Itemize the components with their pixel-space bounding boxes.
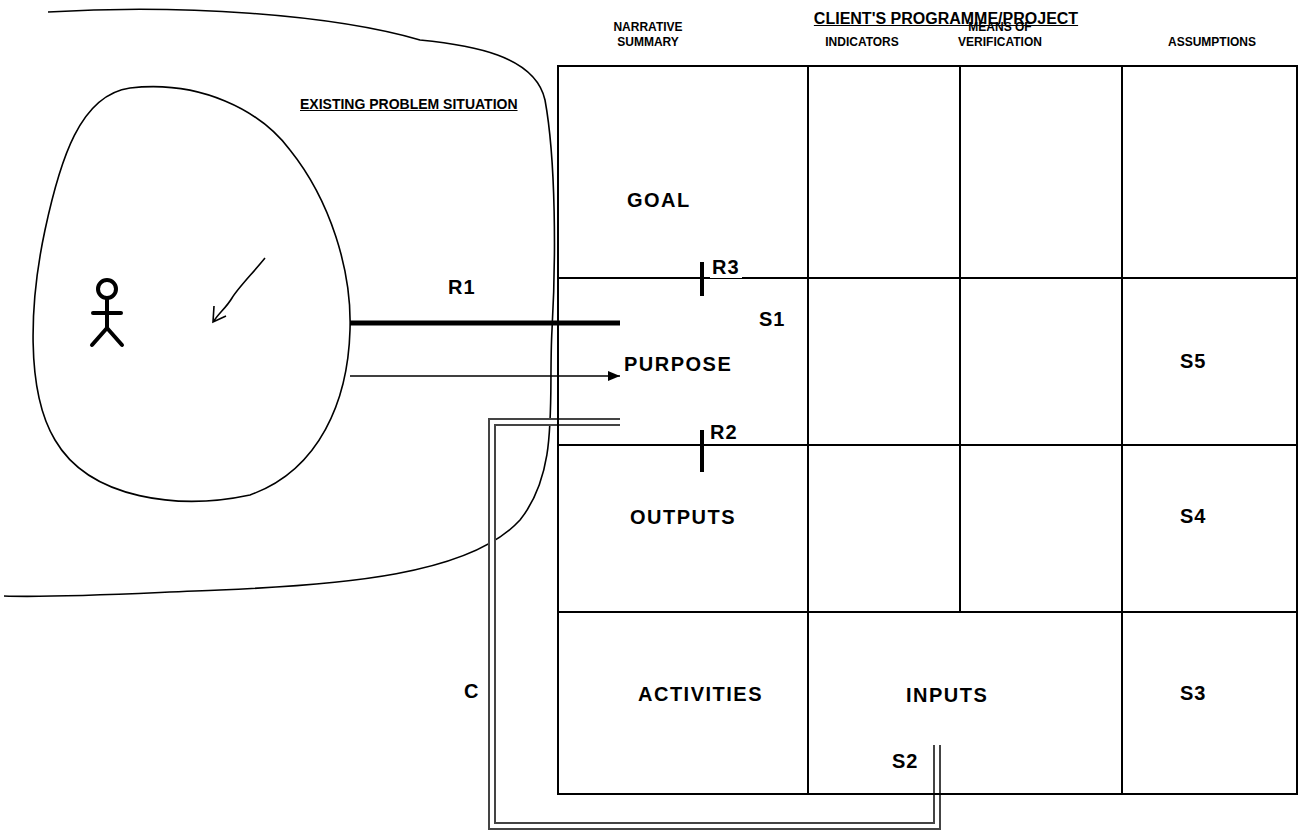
- grid-line: [959, 65, 961, 612]
- cell-title: OUTPUTS: [630, 505, 736, 529]
- callout-label-holder: S4: [1178, 505, 1208, 527]
- cell-title: ACTIVITIES: [638, 682, 763, 706]
- heading: CLIENT'S PROGRAMME/PROJECT: [814, 9, 1078, 29]
- figure-leg: [107, 328, 122, 345]
- boundary-bar: [700, 430, 704, 472]
- grid-line: [557, 611, 1298, 613]
- activities-cell: ACTIVITIES: [632, 674, 772, 714]
- callout-label-holder: R2: [708, 421, 740, 443]
- edge-label: C: [462, 680, 481, 702]
- cell-title: INPUTS: [906, 683, 988, 707]
- callout-label: R3: [710, 256, 742, 278]
- edge-label-holder: R1: [446, 276, 478, 298]
- column-header-holder: INDICATORS: [825, 35, 899, 50]
- connector-line: [350, 323, 620, 324]
- edge-label: R1: [446, 276, 478, 298]
- callout-label-holder: S1: [757, 308, 787, 330]
- problem-situation: EXISTING PROBLEM SITUATION: [35, 85, 350, 500]
- connector-line: [350, 371, 620, 381]
- goal-cell: GOAL: [621, 180, 699, 220]
- callout-label: S4: [1178, 505, 1208, 527]
- inputs-cell: INPUTS: [900, 676, 997, 745]
- callout-label-holder: S5: [1178, 350, 1208, 372]
- connector-stroke: [350, 375, 620, 377]
- grid-line: [807, 65, 809, 795]
- cell-title: PURPOSE: [624, 352, 732, 376]
- table-border: [558, 66, 1297, 794]
- callout-label-holder: S3: [1178, 682, 1208, 704]
- column-header-holder: MEANS OF VERIFICATION: [958, 20, 1042, 50]
- column-header: NARRATIVE SUMMARY: [613, 20, 682, 50]
- column-header: MEANS OF VERIFICATION: [958, 20, 1042, 50]
- column-header: ASSUMPTIONS: [1168, 35, 1256, 50]
- situation-outline: [35, 85, 350, 500]
- situation-blob: [33, 87, 350, 501]
- cell-title: GOAL: [627, 188, 691, 212]
- figure-arms: [93, 311, 121, 315]
- callout-label-holder: S2: [890, 750, 920, 772]
- callout-label: S3: [1178, 682, 1208, 704]
- grid-line: [557, 277, 1298, 279]
- callout-label: S1: [757, 308, 787, 330]
- figure-head: [98, 280, 116, 298]
- grid-line: [1121, 65, 1123, 795]
- callout-label: R2: [708, 421, 740, 443]
- curved-arrow-line: [214, 258, 265, 321]
- arrow-head: [608, 371, 620, 381]
- outputs-cell: OUTPUTS: [624, 497, 745, 537]
- stick-figure: [92, 280, 122, 345]
- edge-label-holder: C: [462, 680, 481, 702]
- column-header-holder: NARRATIVE SUMMARY: [613, 20, 682, 50]
- connector-layer: [350, 323, 937, 826]
- curved-arrow-head: [213, 306, 226, 322]
- heading: EXISTING PROBLEM SITUATION: [300, 95, 518, 113]
- callout-label-holder: R3: [710, 256, 742, 278]
- callout-label: S5: [1178, 350, 1208, 372]
- column-header: INDICATORS: [825, 35, 899, 50]
- column-header-holder: ASSUMPTIONS: [1168, 35, 1256, 50]
- connector-stroke: [350, 321, 620, 326]
- grid-line: [557, 444, 1298, 446]
- purpose-cell: PURPOSE: [620, 315, 739, 425]
- callout-label: S2: [890, 750, 920, 772]
- outer-situation-outline: [4, 9, 554, 596]
- curved-arrow: [213, 258, 265, 322]
- figure-leg: [92, 328, 107, 345]
